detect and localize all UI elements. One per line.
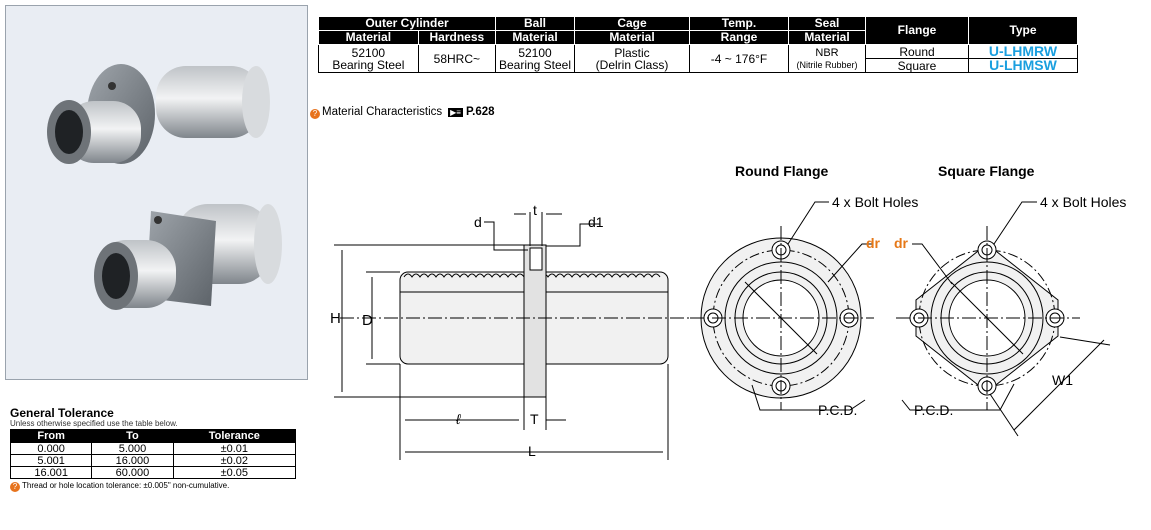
square-flange-title: Square Flange: [938, 163, 1035, 179]
D-label: D: [362, 312, 373, 329]
tolerance-cell: ±0.02: [172, 454, 297, 467]
bolt-holes-round-label: 4 x Bolt Holes: [832, 194, 919, 210]
flange-round-cell: Round: [865, 44, 969, 59]
table-row: Square U-LHMSW: [319, 57, 1078, 73]
header-temp: Temp.: [689, 16, 789, 31]
info-icon: ?: [10, 482, 20, 492]
d1-label: d1: [588, 214, 604, 230]
ball-material-line1: 52100: [518, 45, 552, 60]
header-outer-cylinder: Outer Cylinder: [318, 16, 496, 31]
seal-material-line1: NBR: [815, 46, 839, 59]
H-label: H: [330, 310, 341, 327]
pcd-round-label: P.C.D.: [818, 402, 858, 418]
table-row: 16.001 60.000 ±0.05: [9, 466, 297, 479]
type-link-round[interactable]: U-LHMRW: [988, 43, 1058, 59]
t-label: t: [533, 202, 537, 218]
info-icon: ?: [310, 109, 320, 119]
seal-material-line2: (Nitrile Rubber): [796, 59, 858, 70]
tolerance-cell: 0.000: [9, 442, 93, 455]
tolerance-note-text: Thread or hole location tolerance: ±0.00…: [22, 481, 230, 490]
tolerance-cell: 5.000: [91, 442, 174, 455]
header-material: Material: [318, 30, 419, 45]
hardness-cell: 58HRC~: [417, 44, 497, 73]
type-link-square[interactable]: U-LHMSW: [989, 57, 1057, 73]
L-label: L: [528, 443, 536, 459]
header-cage-material: Material: [574, 30, 690, 45]
spec-table: Outer Cylinder Ball Cage Temp. Seal Flan…: [318, 16, 1078, 73]
round-flange-bearing-image: [47, 64, 270, 164]
tolerance-header-from: From: [9, 429, 93, 443]
tolerance-title: General Tolerance: [10, 406, 114, 420]
tolerance-note: ?Thread or hole location tolerance: ±0.0…: [10, 481, 296, 492]
header-type: Type: [968, 16, 1078, 45]
tolerance-header-tolerance: Tolerance: [172, 429, 297, 443]
header-seal-material: Material: [788, 30, 866, 45]
pcd-square-label: P.C.D.: [914, 402, 954, 418]
tolerance-subtitle: Unless otherwise specified use the table…: [10, 419, 178, 428]
header-ball: Ball: [495, 16, 575, 31]
flange-square-cell: Square: [865, 58, 969, 73]
cage-material-line1: Plastic: [614, 45, 650, 60]
square-flange-bearing-image: [94, 204, 282, 310]
ball-material-line2: Bearing Steel: [498, 57, 572, 72]
page-reference-icon: ▶≡: [448, 108, 463, 117]
product-photo: [47, 64, 282, 310]
tolerance-cell: 16.001: [9, 466, 93, 479]
type-round-cell[interactable]: U-LHMRW: [968, 43, 1078, 59]
tolerance-table: From To Tolerance 0.000 5.000 ±0.01 5.00…: [9, 429, 297, 479]
header-ball-material: Material: [495, 30, 575, 45]
cage-material-cell: Plastic(Delrin Class): [574, 44, 690, 73]
seal-material-cell: NBR(Nitrile Rubber): [788, 44, 866, 73]
product-photo-panel: [5, 5, 308, 380]
tolerance-cell: ±0.05: [172, 466, 297, 479]
material-note-page[interactable]: P.628: [465, 106, 495, 118]
general-tolerance: General Tolerance Unless otherwise speci…: [9, 406, 297, 492]
T-label: T: [530, 411, 539, 427]
header-temp-range: Range: [689, 30, 789, 45]
round-flange-view: [690, 201, 874, 411]
bolt-holes-square-label: 4 x Bolt Holes: [1040, 194, 1127, 210]
header-seal: Seal: [788, 16, 866, 31]
dr-square-label: dr: [894, 235, 908, 251]
outer-material-line1: 52100: [351, 45, 386, 60]
header-cage: Cage: [574, 16, 690, 31]
side-view: [334, 212, 700, 460]
l-label: ℓ: [456, 411, 461, 427]
tolerance-cell: 60.000: [91, 466, 174, 479]
round-flange-title: Round Flange: [735, 163, 829, 179]
table-row: 0.000 5.000 ±0.01: [9, 442, 297, 455]
material-characteristics-note[interactable]: ?Material Characteristics ▶≡P.628: [310, 106, 495, 119]
type-square-cell[interactable]: U-LHMSW: [968, 57, 1078, 73]
material-note-text: Material Characteristics: [322, 106, 443, 118]
tolerance-cell: ±0.01: [172, 442, 297, 455]
dr-round-label: dr: [866, 235, 880, 251]
tolerance-cell: 16.000: [91, 454, 174, 467]
square-flange-view: [896, 201, 1111, 437]
w1-label: W1: [1052, 372, 1073, 388]
header-flange: Flange: [865, 16, 969, 45]
header-hardness: Hardness: [417, 30, 497, 45]
cage-material-line2: (Delrin Class): [595, 57, 669, 72]
tolerance-cell: 5.001: [9, 454, 93, 467]
tolerance-header-to: To: [91, 429, 174, 443]
table-row: 5.001 16.000 ±0.02: [9, 454, 297, 467]
outer-material-line2: Bearing Steel: [332, 57, 405, 72]
d-label: d: [474, 214, 482, 230]
temp-range-cell: -4 ~ 176°F: [689, 44, 789, 73]
